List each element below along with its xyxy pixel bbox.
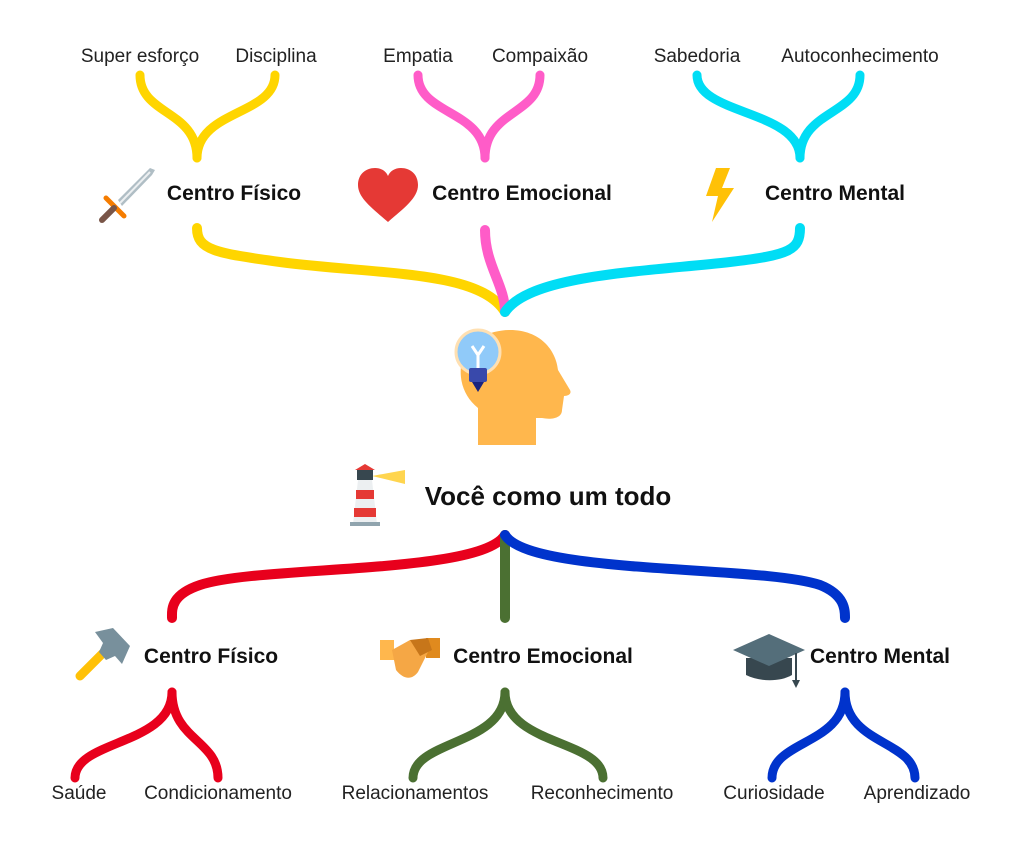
connector-lower-fisico-leaf-2 xyxy=(167,687,223,783)
connector-upper-fisico-leaf-2 xyxy=(192,70,280,163)
connector-upper-mental-leaf-1 xyxy=(692,70,805,163)
branch-upper-centro-mental: Centro Mental xyxy=(764,182,906,205)
connector-lower-mental-leaf-2 xyxy=(840,687,920,783)
connector-lower-fisico xyxy=(166,530,510,623)
heart-icon xyxy=(358,168,418,222)
handshake-icon xyxy=(380,638,440,678)
leaf-reconhecimento: Reconhecimento xyxy=(530,783,674,804)
hammer-icon xyxy=(75,628,130,681)
leaf-condicionamento: Condicionamento xyxy=(144,783,292,804)
connector-lower-fisico-leaf-1 xyxy=(70,687,177,783)
branch-lower-centro-mental: Centro Mental xyxy=(809,645,951,668)
graduation-cap-icon xyxy=(733,634,805,688)
leaf-sabedoria: Sabedoria xyxy=(653,46,741,67)
leaf-disciplina: Disciplina xyxy=(235,46,317,67)
leaf-compaixao: Compaixão xyxy=(491,46,589,67)
leaf-saude: Saúde xyxy=(51,783,107,804)
leaf-empatia: Empatia xyxy=(383,46,453,67)
central-title: Você como um todo xyxy=(424,481,672,511)
leaf-super-esforco: Super esforço xyxy=(80,46,200,67)
leaf-curiosidade: Curiosidade xyxy=(723,783,825,804)
connector-lower-emocional-leaf-2 xyxy=(500,687,608,783)
branch-upper-centro-fisico: Centro Físico xyxy=(166,182,302,205)
sword-icon xyxy=(99,168,155,223)
branch-upper-centro-emocional: Centro Emocional xyxy=(432,182,612,205)
branch-lower-centro-fisico: Centro Físico xyxy=(143,645,279,668)
lightning-icon xyxy=(706,168,734,222)
leaf-autoconhecimento: Autoconhecimento xyxy=(781,46,939,67)
branch-lower-centro-emocional: Centro Emocional xyxy=(453,645,633,668)
connector-upper-mental xyxy=(500,223,805,317)
lighthouse-icon xyxy=(350,464,405,526)
connector-upper-fisico-leaf-1 xyxy=(135,70,202,163)
leaf-aprendizado: Aprendizado xyxy=(863,783,971,804)
connector-upper-emocional-leaf-1 xyxy=(413,70,490,163)
connector-upper-emocional xyxy=(480,225,510,317)
connector-upper-fisico xyxy=(192,223,510,317)
connector-lower-emocional-leaf-1 xyxy=(408,687,510,783)
connector-lower-mental-leaf-1 xyxy=(767,687,850,783)
connector-upper-emocional-leaf-2 xyxy=(480,70,545,163)
connector-lower-mental xyxy=(500,530,850,623)
connector-upper-mental-leaf-2 xyxy=(795,70,865,163)
leaf-relacionamentos: Relacionamentos xyxy=(341,783,489,804)
head-with-lightbulb-icon xyxy=(454,328,571,445)
